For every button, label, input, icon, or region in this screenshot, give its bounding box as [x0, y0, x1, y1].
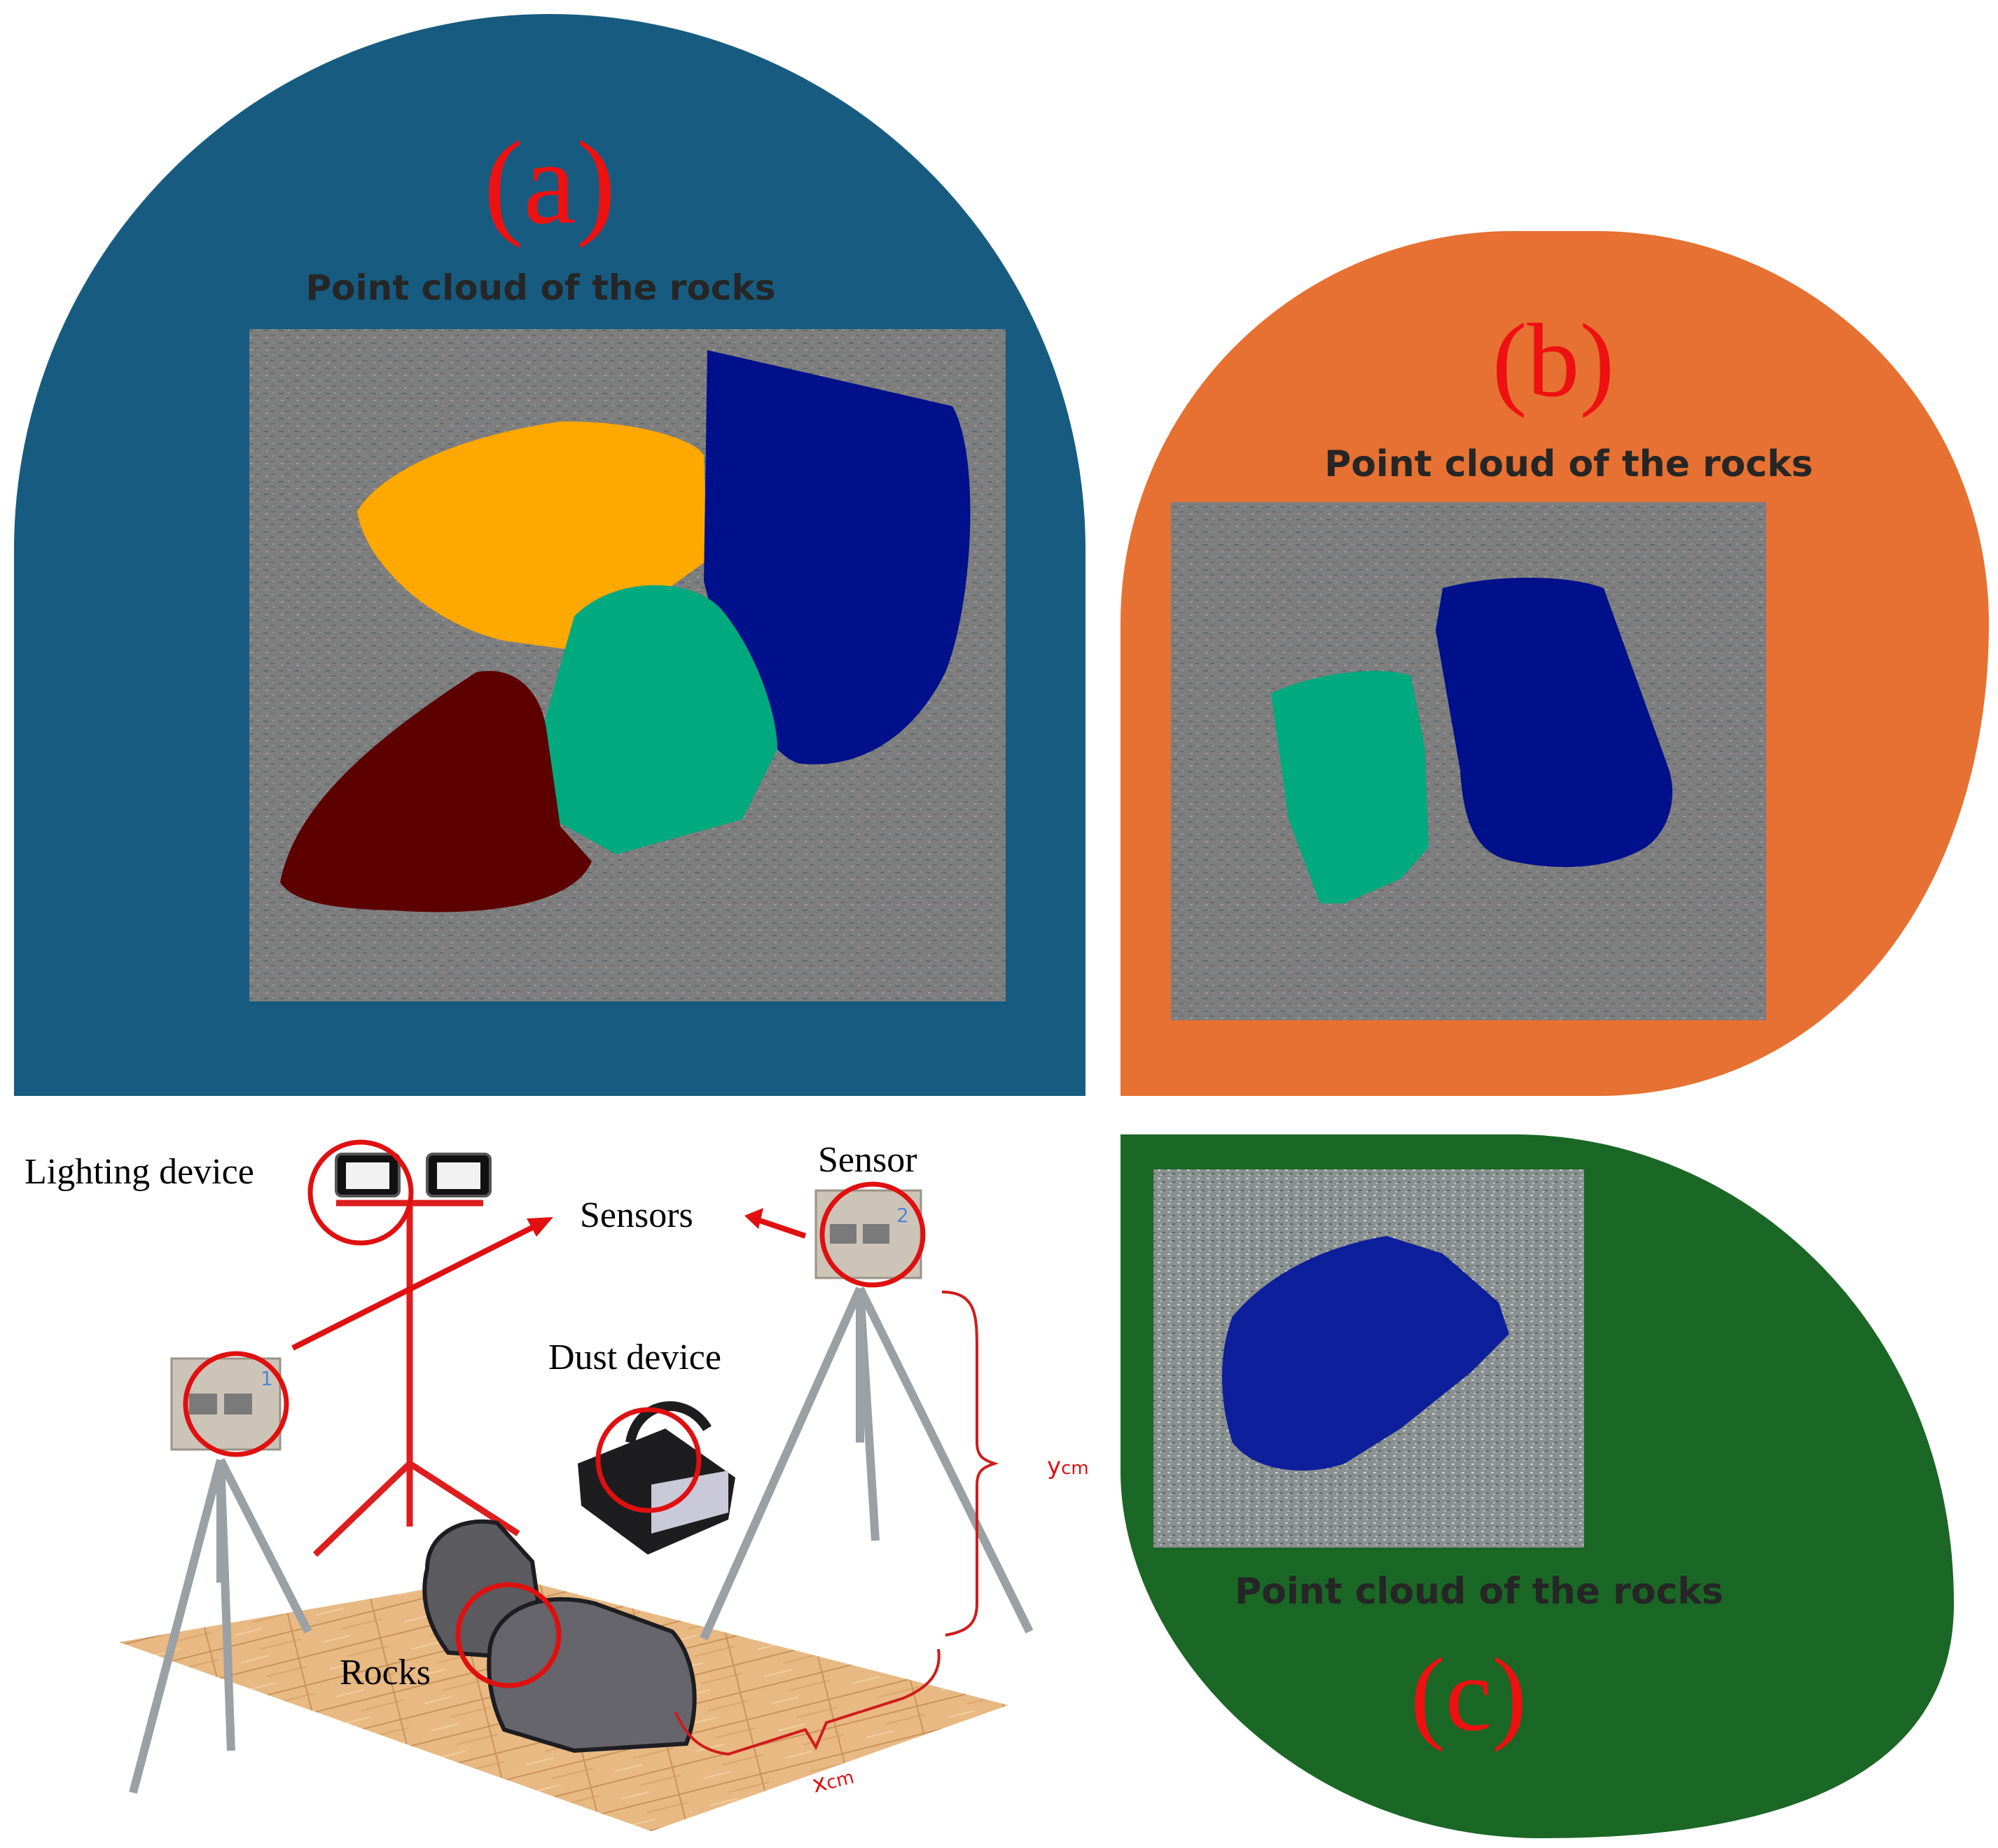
panel-a-label: (a)	[484, 117, 616, 249]
sensor-1	[170, 1357, 282, 1451]
highlight-rocks	[455, 1582, 562, 1688]
rock-b-blue	[1436, 578, 1673, 868]
panel-a-point-cloud-image	[249, 329, 1006, 1001]
panel-b-title: Point cloud of the rocks	[1324, 443, 1813, 485]
highlight-sensor-2	[819, 1181, 926, 1288]
rock-b-teal	[1271, 671, 1429, 903]
rock-a-teal	[543, 585, 777, 854]
panel-b-point-cloud-image	[1171, 502, 1766, 1020]
panel-c-title: Point cloud of the rocks	[1235, 1571, 1723, 1613]
sensor-1-number: 1	[261, 1367, 273, 1390]
arrow-sensor-2-head	[744, 1208, 763, 1229]
lamp-right	[426, 1153, 492, 1197]
lamp-left	[335, 1153, 401, 1197]
sensor-label: Sensor	[818, 1140, 917, 1180]
panel-c-label: (c)	[1410, 1637, 1527, 1753]
lighting-device-label: Lighting device	[25, 1152, 254, 1192]
arrow-sensor-1-head	[527, 1217, 553, 1237]
y-dimension-brace	[941, 1291, 999, 1637]
arrow-sensor-1	[291, 1221, 541, 1351]
sensor-arrows	[291, 1208, 807, 1351]
y-dimension-label: ycm	[1047, 1452, 1089, 1480]
panel-b: (b) Point cloud of the rocks	[1121, 231, 1989, 1096]
panel-c-point-cloud-image	[1153, 1169, 1584, 1548]
panel-a-title: Point cloud of the rocks	[306, 268, 776, 308]
setup-illustration: 1 2 ycm xcm	[25, 1139, 1089, 1831]
x-dimension-brace	[674, 1648, 941, 1756]
highlight-circles	[183, 1139, 926, 1688]
rock-a-maroon	[280, 671, 592, 912]
dust-device	[578, 1401, 735, 1555]
rock-c-blue	[1222, 1236, 1509, 1471]
arrow-sensor-2	[758, 1218, 807, 1239]
rocks-label: Rocks	[340, 1653, 431, 1693]
rock-a-blue	[704, 350, 971, 765]
sensors-label: Sensors	[580, 1195, 693, 1235]
panel-a: (a) Point cloud of the rocks	[14, 14, 1085, 1096]
panel-c: Point cloud of the rocks (c)	[1121, 1134, 1954, 1838]
lighting-stand	[312, 1200, 520, 1557]
dust-device-label: Dust device	[548, 1338, 721, 1377]
tripod-1	[129, 1458, 312, 1794]
highlight-sensor-1	[183, 1351, 289, 1457]
highlight-lamp	[307, 1139, 414, 1246]
highlight-dust-device	[595, 1407, 702, 1513]
panel-b-label: (b)	[1492, 303, 1615, 419]
sensor-2-number: 2	[896, 1204, 909, 1227]
tripod-2	[700, 1286, 1034, 1641]
